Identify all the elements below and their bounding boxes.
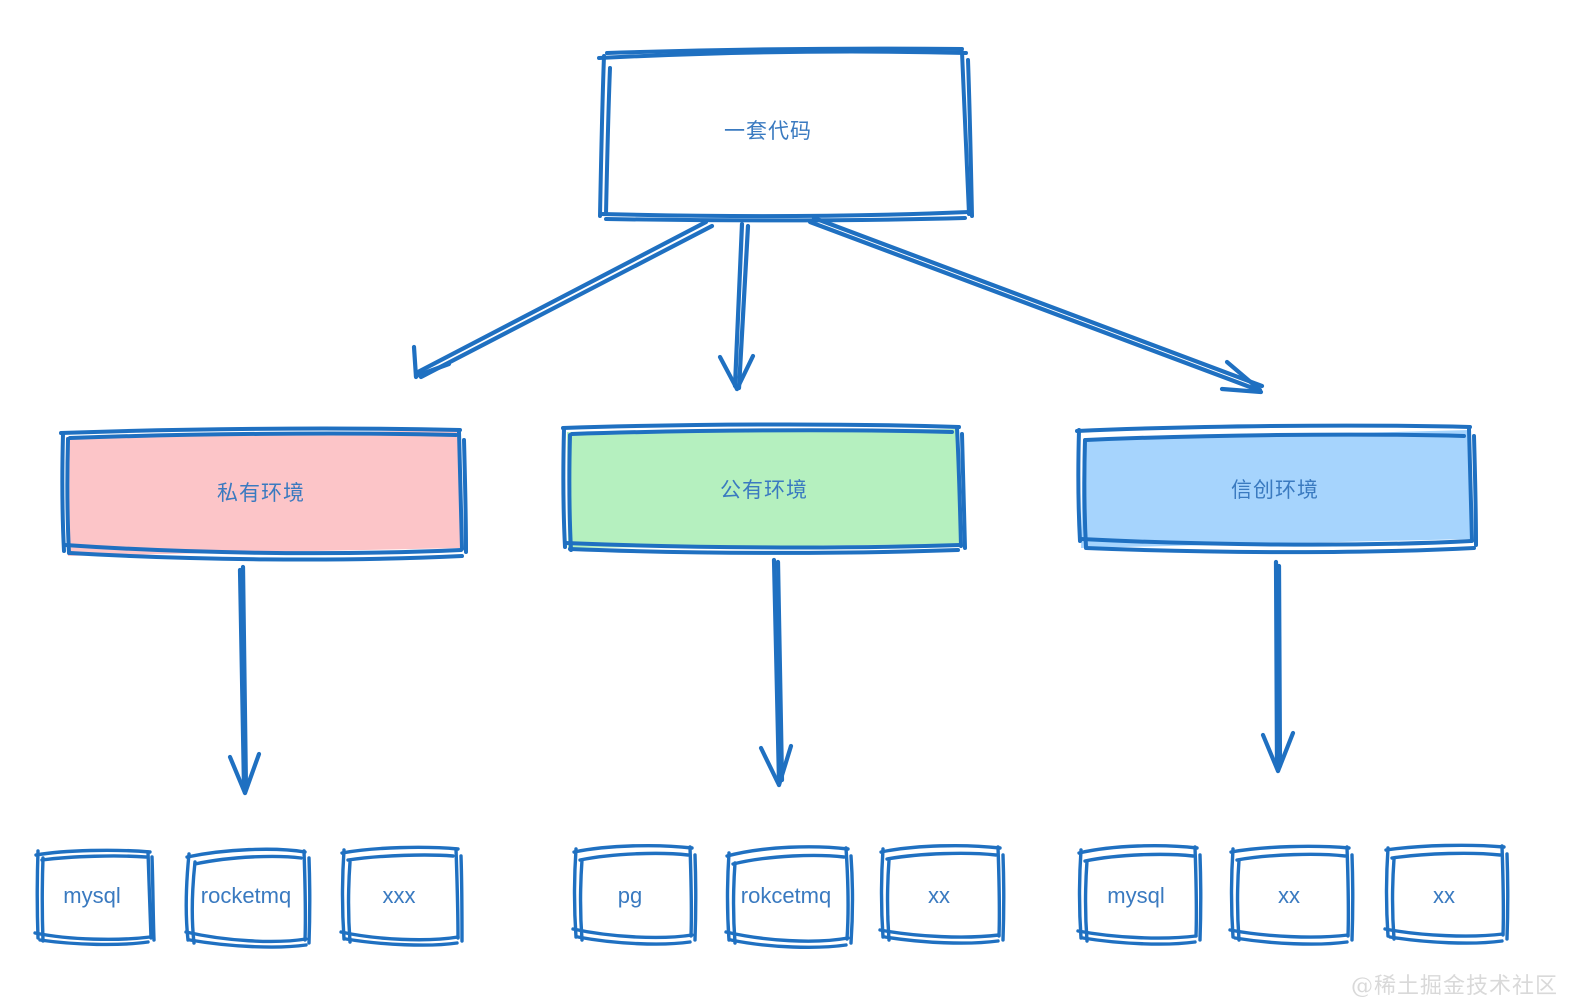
- arrow-to-xinchuang-env: [807, 215, 1265, 395]
- node-component-xxx-1[interactable]: [339, 845, 464, 947]
- arrow-private-to-components: [227, 564, 262, 796]
- arrow-public-to-components: [758, 557, 794, 788]
- node-component-rokcetmq[interactable]: [724, 845, 855, 949]
- node-component-xx-2[interactable]: [1228, 844, 1355, 946]
- node-component-xx-1[interactable]: [878, 843, 1006, 945]
- node-component-mysql-1[interactable]: [33, 848, 156, 947]
- node-component-rocketmq-1[interactable]: [184, 847, 312, 949]
- node-component-xx-3[interactable]: [1383, 843, 1510, 945]
- node-private-env[interactable]: [59, 426, 468, 562]
- arrow-xinchuang-to-components: [1260, 559, 1296, 774]
- node-component-pg[interactable]: [571, 843, 698, 946]
- node-public-env[interactable]: [561, 422, 967, 555]
- watermark: @稀土掘金技术社区: [1350, 974, 1558, 999]
- arrow-to-private-env: [411, 219, 715, 380]
- node-xinchuang-env[interactable]: [1075, 423, 1478, 555]
- node-component-mysql-2[interactable]: [1076, 844, 1203, 946]
- node-one-codebase[interactable]: [597, 46, 974, 223]
- arrow-to-public-env: [717, 221, 756, 392]
